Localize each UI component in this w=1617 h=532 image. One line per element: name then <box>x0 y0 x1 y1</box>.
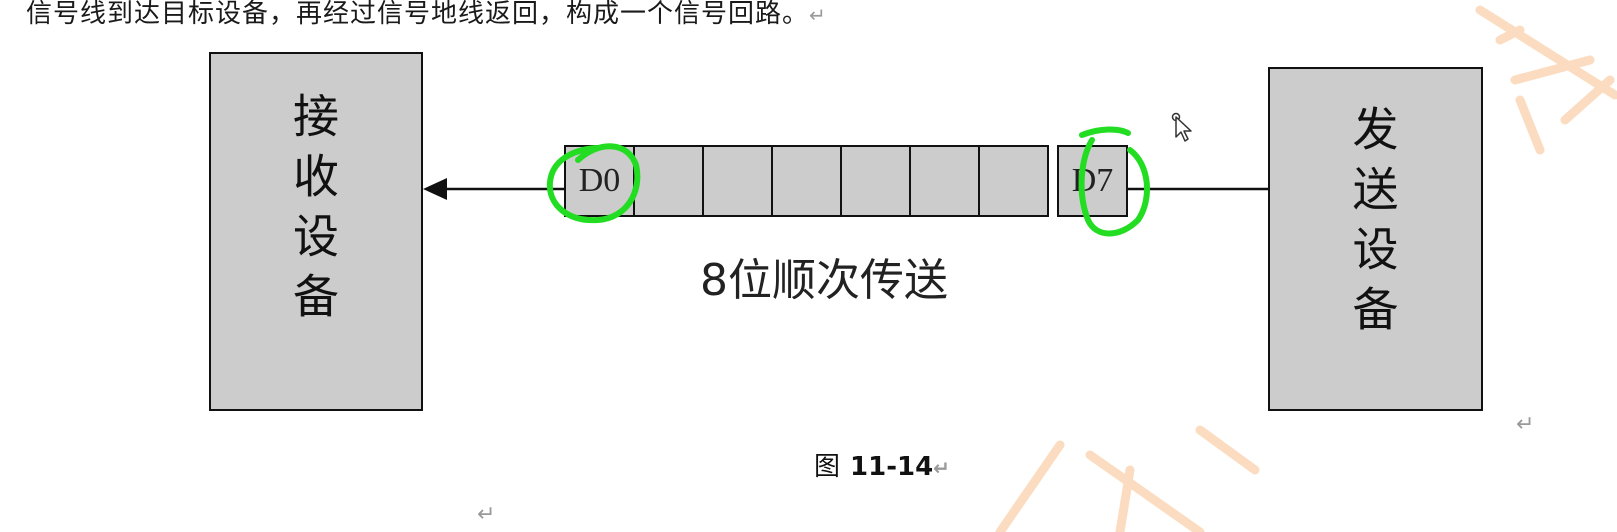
bit-cell-7: D7 <box>1057 145 1128 217</box>
receiver-label: 接收设备 <box>286 92 340 332</box>
arrowhead-icon <box>423 178 447 200</box>
paragraph-mark: ↵ <box>1516 412 1535 437</box>
bit-cell-4 <box>840 145 911 217</box>
paragraph-mark: ↵ <box>809 3 827 27</box>
d0-highlight-circle <box>546 143 641 224</box>
bit-cell-2 <box>702 145 773 217</box>
bit-cell-6 <box>978 145 1049 217</box>
bit-cell-0: D0 <box>564 145 635 217</box>
figure-number: 11-14 <box>850 452 934 482</box>
paragraph-mark: ↵ <box>933 456 950 480</box>
figure-prefix: 图 <box>814 452 841 482</box>
d7-highlight-circle <box>1078 126 1150 237</box>
sender-label: 发送设备 <box>1345 105 1400 345</box>
receiver-device-box: 接收设备 <box>209 52 423 411</box>
bit-cell-5 <box>909 145 980 217</box>
bit-cell-3 <box>771 145 842 217</box>
sender-device-box: 发送设备 <box>1268 67 1483 411</box>
body-text: 信号线到达目标设备，再经过信号地线返回，构成一个信号回路。 <box>26 0 810 29</box>
figure-caption: 图 11-14↵ <box>814 446 950 483</box>
transmission-caption: 8位顺次传送 <box>700 255 948 306</box>
paragraph-mark: ↵ <box>477 502 496 527</box>
body-text-line: 信号线到达目标设备，再经过信号地线返回，构成一个信号回路。↵ <box>26 0 827 30</box>
